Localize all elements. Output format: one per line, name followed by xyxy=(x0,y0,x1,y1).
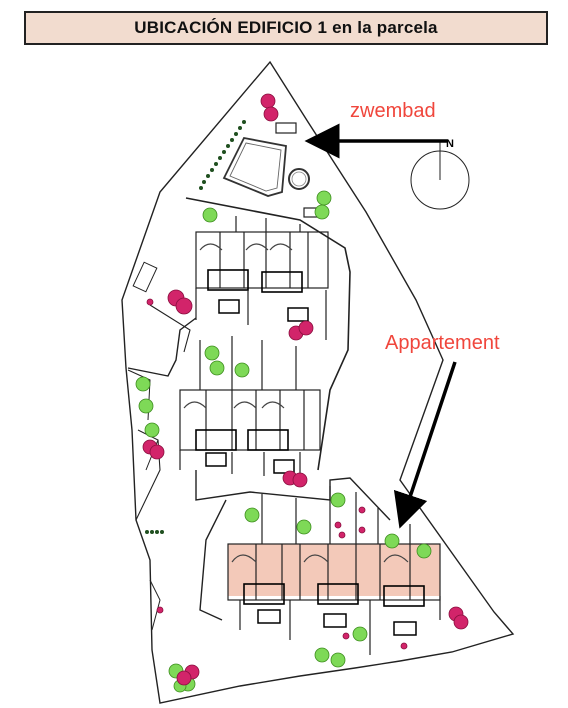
internal-road-5 xyxy=(149,304,191,353)
internal-road xyxy=(185,197,351,471)
green-trees xyxy=(135,190,432,693)
internal-road-4 xyxy=(199,499,227,621)
building-block-1 xyxy=(195,216,329,340)
pool xyxy=(222,122,323,218)
north-label: N xyxy=(446,138,454,150)
red-trees xyxy=(142,93,469,686)
apartment-label: Appartement xyxy=(385,332,500,354)
page-title: UBICACIÓN EDIFICIO 1 en la parcela xyxy=(134,18,438,37)
building-block-3 xyxy=(227,486,441,655)
title-banner: UBICACIÓN EDIFICIO 1 en la parcela xyxy=(24,11,548,45)
parcel-boundary xyxy=(121,60,515,704)
building-block-2 xyxy=(179,336,321,480)
pool-label: zwembad xyxy=(350,100,436,122)
hedge-row xyxy=(145,120,246,534)
internal-road-2 xyxy=(127,317,197,377)
north-compass: N xyxy=(410,138,470,210)
apartment-arrow xyxy=(393,361,457,529)
